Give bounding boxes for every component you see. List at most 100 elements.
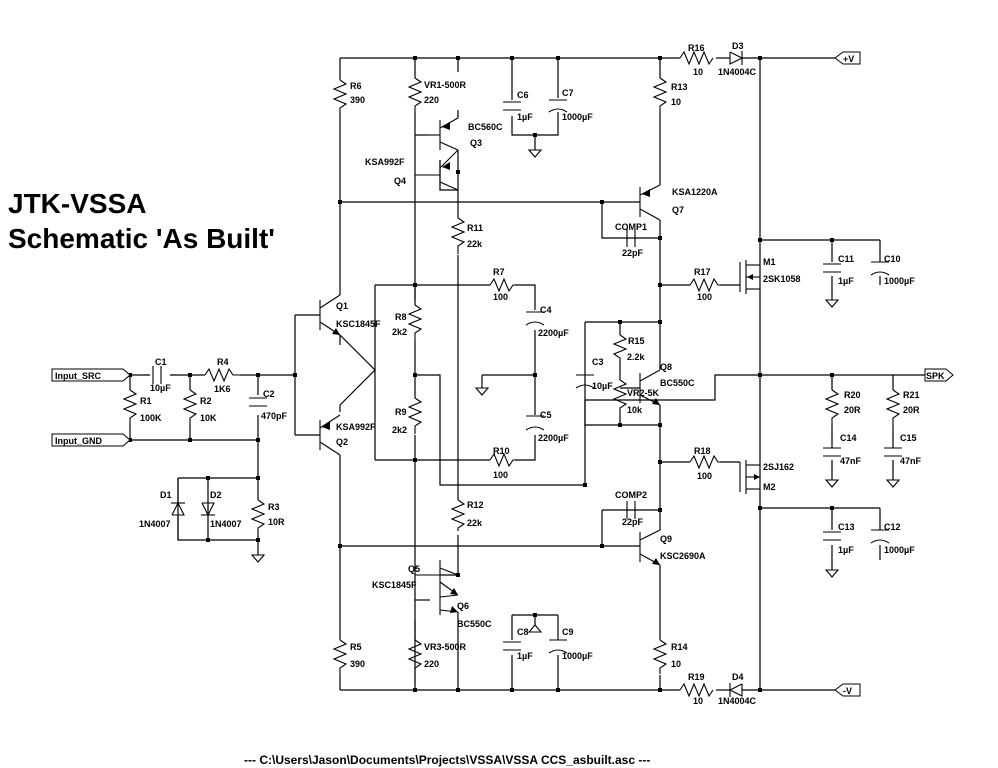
label-r14-val: 10 <box>671 659 681 669</box>
label-r12-val: 22k <box>467 518 483 528</box>
label-q1-ref: Q1 <box>336 301 348 311</box>
resistor-r12 <box>450 499 466 531</box>
label-r6-val: 390 <box>350 95 365 105</box>
label-d3-ref: D3 <box>732 41 744 51</box>
label-r2-ref: R2 <box>200 396 212 406</box>
label-m1-val: 2SK1058 <box>763 274 801 284</box>
label-r21-ref: R21 <box>903 390 920 400</box>
transistor-q8 <box>639 325 661 406</box>
label-r8-ref: R8 <box>395 312 407 322</box>
resistor-r5 <box>332 639 348 675</box>
capacitor-c2 <box>249 397 267 407</box>
port-input-src: Input_SRC <box>51 368 131 382</box>
resistor-r8 <box>407 304 423 340</box>
capacitor-c4 <box>525 311 545 326</box>
title-line-2: Schematic 'As Built' <box>8 223 275 254</box>
label-r20-ref: R20 <box>844 390 861 400</box>
label-r3-ref: R3 <box>268 502 280 512</box>
resistor-r1 <box>122 389 138 425</box>
port-input-gnd: Input_GND <box>51 433 131 447</box>
label-c6-ref: C6 <box>517 90 529 100</box>
label-r19-val: 10 <box>693 696 703 706</box>
label-r14-ref: R14 <box>671 642 688 652</box>
label-r11-val: 22k <box>467 239 483 249</box>
resistor-r13 <box>652 77 668 112</box>
ground-symbols <box>250 149 901 633</box>
label-r5-val: 390 <box>350 659 365 669</box>
label-d4-ref: D4 <box>732 672 744 682</box>
transistor-q6 <box>439 590 459 615</box>
transistor-q9 <box>639 529 661 566</box>
label-d1-val: 1N4007 <box>139 519 171 529</box>
resistor-r2 <box>182 389 198 425</box>
label-r15-ref: R15 <box>628 336 645 346</box>
resistors <box>122 50 901 698</box>
ground-icon <box>527 149 543 158</box>
label-q3-ref: Q3 <box>470 138 482 148</box>
resistor-r11 <box>450 217 466 254</box>
capacitor-c12 <box>870 529 890 544</box>
label-r17-ref: R17 <box>694 267 711 277</box>
resistor-r10 <box>489 452 515 468</box>
label-r4-val: 1K6 <box>214 384 231 394</box>
capacitor-c7 <box>548 99 568 113</box>
label-c2-ref: C2 <box>263 389 275 399</box>
label-c6-val: 1µF <box>517 112 533 122</box>
transistor-q2 <box>319 414 341 456</box>
label-c8-ref: C8 <box>517 627 529 637</box>
resistor-vr3 <box>407 639 423 685</box>
label-r12-ref: R12 <box>467 500 484 510</box>
label-c9-ref: C9 <box>562 627 574 637</box>
label-r8-val: 2k2 <box>392 327 407 337</box>
label-r1-val: 100K <box>140 413 162 423</box>
label-c14-val: 47nF <box>840 456 862 466</box>
label-c12-ref: C12 <box>884 522 901 532</box>
capacitor-c13 <box>823 531 841 541</box>
port-input-src-label: Input_SRC <box>55 371 101 381</box>
label-q7-ref: Q7 <box>672 205 684 215</box>
label-r15-val: 2.2k <box>627 352 646 362</box>
capacitor-c9 <box>548 639 568 654</box>
label-r16-val: 10 <box>693 67 703 77</box>
label-c3-ref: C3 <box>592 357 604 367</box>
port-vpos: +V <box>834 51 861 65</box>
label-r2-val: 10K <box>200 413 217 423</box>
resistor-r17 <box>689 277 720 293</box>
label-r18-val: 100 <box>697 471 712 481</box>
resistor-r14 <box>652 639 668 674</box>
label-c4-val: 2200µF <box>538 328 569 338</box>
ground-icon <box>885 479 901 488</box>
resistor-r9 <box>407 397 423 434</box>
resistor-r3 <box>250 499 266 535</box>
capacitor-c5 <box>525 415 545 431</box>
capacitor-c11 <box>823 263 841 273</box>
label-c1-val: 10µF <box>150 383 171 393</box>
resistor-r15 <box>612 334 628 360</box>
port-vpos-label: +V <box>843 54 854 64</box>
resistor-r18 <box>689 454 720 470</box>
label-q6-ref: Q6 <box>457 601 469 611</box>
mosfet-m2 <box>739 460 760 494</box>
port-spk-label: SPK <box>926 371 945 381</box>
resistor-r4 <box>204 367 240 383</box>
label-d2-ref: D2 <box>210 490 222 500</box>
label-vr2-val: 10k <box>627 405 643 415</box>
label-q6-val: BC550C <box>457 619 492 629</box>
resistor-r16 <box>679 50 714 66</box>
label-c15-val: 47nF <box>900 456 922 466</box>
label-vr3-val: 220 <box>424 659 439 669</box>
label-q8-ref: Q8 <box>660 362 672 372</box>
capacitor-c1 <box>152 366 162 384</box>
resistor-r20 <box>824 389 840 425</box>
junctions <box>128 56 834 692</box>
label-r5-ref: R5 <box>350 642 362 652</box>
label-r9-ref: R9 <box>395 407 407 417</box>
label-d1-ref: D1 <box>160 490 172 500</box>
label-q4-val: KSA992F <box>365 157 405 167</box>
capacitor-c8 <box>503 641 521 651</box>
ground-icon <box>824 479 840 488</box>
label-r7-val: 100 <box>493 292 508 302</box>
label-q9-ref: Q9 <box>660 534 672 544</box>
label-c13-ref: C13 <box>838 522 855 532</box>
